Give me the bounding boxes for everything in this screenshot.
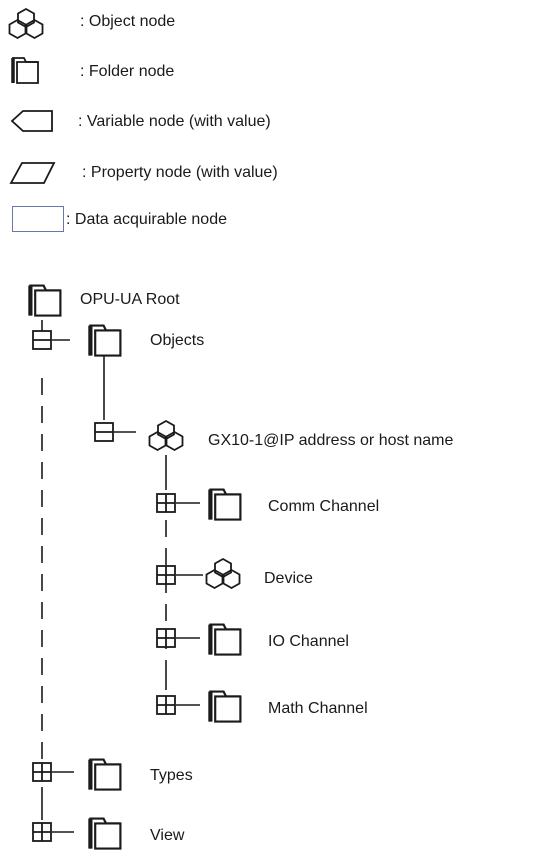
tree-math-label: Math Channel <box>268 700 368 717</box>
tree-objects-label: Objects <box>150 332 205 349</box>
legend-object-label: : Object node <box>80 13 176 30</box>
object-icon <box>205 557 241 590</box>
collapse-box-icon[interactable] <box>94 422 114 442</box>
folder-node-icon <box>11 57 39 84</box>
object-node-icon <box>8 7 44 40</box>
tree-root-label: OPU-UA Root <box>80 291 180 308</box>
collapse-box-icon[interactable] <box>32 330 52 350</box>
object-icon <box>148 419 184 452</box>
folder-icon <box>208 623 242 656</box>
expand-box-icon[interactable] <box>156 493 176 513</box>
tree-device-label: Device <box>264 570 313 587</box>
folder-icon <box>208 488 242 521</box>
variable-node-icon <box>10 110 53 132</box>
legend-property-label: : Property node (with value) <box>82 164 278 181</box>
tree-view-label: View <box>150 827 185 844</box>
folder-icon <box>88 817 122 850</box>
legend-folder-label: : Folder node <box>80 63 175 80</box>
property-node-icon <box>9 162 56 184</box>
legend-acquirable-label: : Data acquirable node <box>66 211 227 228</box>
tree-comm-label: Comm Channel <box>268 498 380 515</box>
folder-icon <box>208 690 242 723</box>
folder-icon <box>88 324 122 357</box>
folder-icon <box>88 758 122 791</box>
tree-types-label: Types <box>150 767 193 784</box>
folder-icon <box>28 284 62 317</box>
tree-io-label: IO Channel <box>268 633 349 650</box>
expand-box-icon[interactable] <box>156 695 176 715</box>
tree-gx10-label: GX10-1@IP address or host name <box>208 432 454 449</box>
expand-box-icon[interactable] <box>156 628 176 648</box>
data-acquirable-node-box <box>12 206 64 232</box>
legend-variable-label: : Variable node (with value) <box>78 113 271 130</box>
expand-box-icon[interactable] <box>32 822 52 842</box>
expand-box-icon[interactable] <box>32 762 52 782</box>
expand-box-icon[interactable] <box>156 565 176 585</box>
